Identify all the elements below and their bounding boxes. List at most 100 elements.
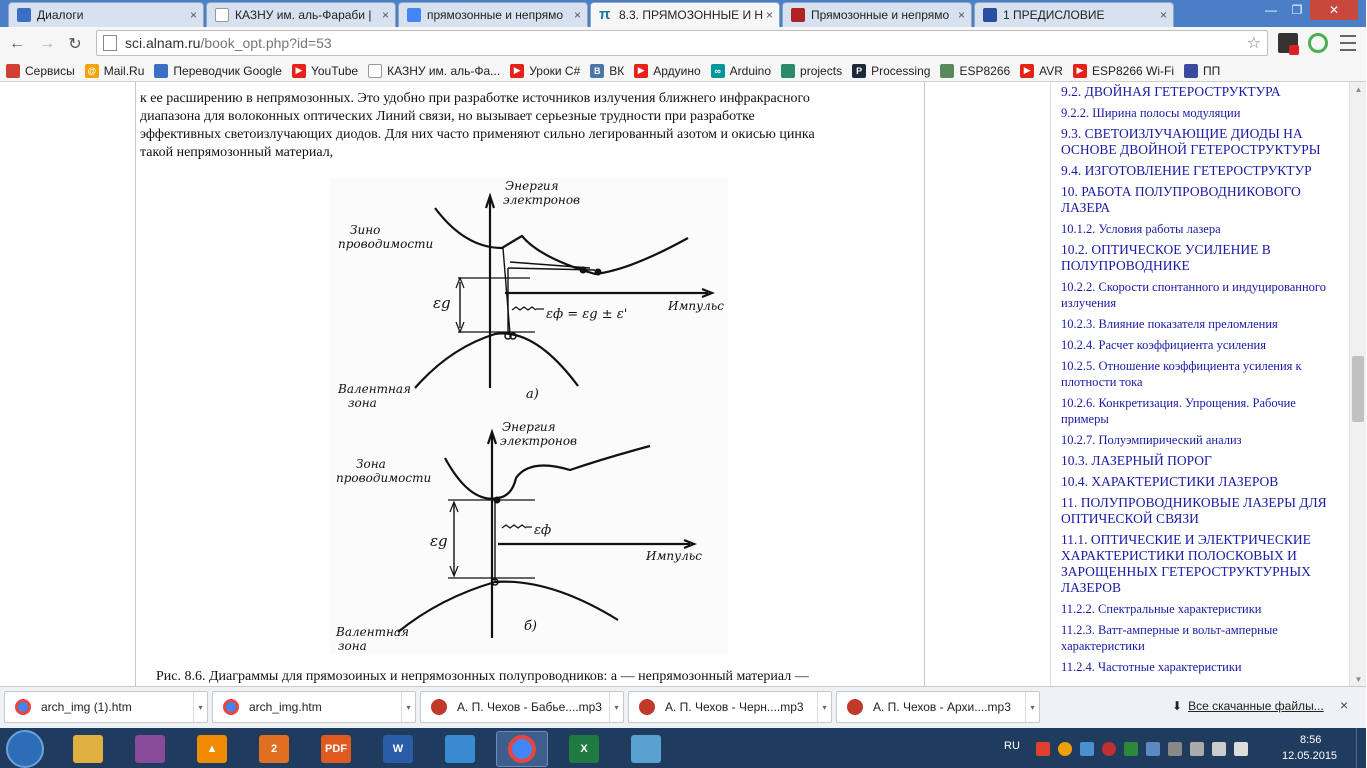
valence-label: Валентная [337, 382, 411, 396]
bookmark-item[interactable]: ▶Ардуино [634, 63, 701, 78]
toc-link[interactable]: 11. ПОЛУПРОВОДНИКОВЫЕ ЛАЗЕРЫ ДЛЯ ОПТИЧЕС… [1061, 495, 1327, 526]
scroll-down-icon[interactable]: ▼ [1354, 674, 1363, 684]
download-item[interactable]: А. П. Чехов - Черн....mp3 ▾ [628, 691, 832, 723]
toc-link[interactable]: 11.2.3. Ватт-амперные и вольт-амперные х… [1061, 623, 1278, 653]
bookmark-star-icon[interactable]: ☆ [1246, 35, 1261, 52]
tab-dialogi[interactable]: Диалоги × [8, 2, 204, 27]
language-indicator[interactable]: RU [1004, 740, 1020, 752]
toc-link[interactable]: 10.2.4. Расчет коэффициента усиления [1061, 338, 1266, 352]
bookmark-item[interactable]: ▶AVR [1020, 63, 1063, 78]
bookmark-item[interactable]: ESP8266 [940, 63, 1010, 78]
toc-link[interactable]: 10.1.2. Условия работы лазера [1061, 222, 1221, 236]
download-menu-icon[interactable]: ▾ [1025, 692, 1039, 722]
forward-button[interactable]: → [39, 35, 55, 52]
taskbar-paint-net-button[interactable]: 2 [248, 731, 300, 767]
download-menu-icon[interactable]: ▾ [609, 692, 623, 722]
toc-link[interactable]: 9.2.2. Ширина полосы модуляции [1061, 106, 1241, 120]
download-item[interactable]: А. П. Чехов - Архи....mp3 ▾ [836, 691, 1040, 723]
bookmark-item[interactable]: КАЗНУ им. аль-Фа... [368, 63, 500, 78]
taskbar-explorer-button[interactable] [62, 731, 114, 767]
toc-link[interactable]: 10.2.7. Полуэмпирический анализ [1061, 433, 1242, 447]
toc-link[interactable]: 10.2.6. Конкретизация. Упрощения. Рабочи… [1061, 396, 1296, 426]
download-item[interactable]: arch_img.htm ▾ [212, 691, 416, 723]
tray-app-icon[interactable] [1058, 742, 1072, 756]
download-item[interactable]: А. П. Чехов - Бабье....mp3 ▾ [420, 691, 624, 723]
close-icon[interactable]: × [957, 8, 965, 22]
tray-app-icon[interactable] [1168, 742, 1182, 756]
tray-app-icon[interactable] [1036, 742, 1050, 756]
page-scrollbar[interactable]: ▲ ▼ [1349, 82, 1366, 686]
download-menu-icon[interactable]: ▾ [193, 692, 207, 722]
taskbar-excel-button[interactable]: X [558, 731, 610, 767]
taskbar-notepad-button[interactable] [620, 731, 672, 767]
close-window-button[interactable]: ✕ [1310, 0, 1358, 20]
taskbar-pdf-button[interactable]: PDF [310, 731, 362, 767]
bookmark-item[interactable]: ПП [1184, 63, 1220, 78]
address-bar[interactable]: sci.alnam.ru/book_opt.php?id=53 ☆ [96, 30, 1268, 56]
back-button[interactable]: ← [9, 35, 25, 52]
taskbar-word-button[interactable]: W [372, 731, 424, 767]
start-button-icon[interactable] [6, 730, 44, 768]
tray-app-icon[interactable] [1124, 742, 1138, 756]
bookmark-item[interactable]: projects [781, 63, 842, 78]
bookmark-item[interactable]: Переводчик Google [154, 63, 282, 78]
extension-green-icon[interactable] [1308, 33, 1328, 53]
close-download-shelf-icon[interactable]: × [1340, 697, 1349, 713]
toc-link[interactable]: 9.3. СВЕТОИЗЛУЧАЮЩИЕ ДИОДЫ НА ОСНОВЕ ДВО… [1061, 126, 1321, 157]
toc-link[interactable]: 10. РАБОТА ПОЛУПРОВОДНИКОВОГО ЛАЗЕРА [1061, 184, 1301, 215]
clock-time[interactable]: 8:56 [1300, 734, 1322, 746]
show-all-downloads-link[interactable]: ⬇ Все скачанные файлы... [1172, 699, 1324, 713]
toc-link[interactable]: 11.2.4. Частотные характеристики [1061, 660, 1242, 674]
toc-link[interactable]: 10.2.5. Отношение коэффициента усиления … [1061, 359, 1302, 389]
close-icon[interactable]: × [381, 8, 389, 22]
menu-icon[interactable] [1340, 35, 1356, 51]
taskbar-paint-button[interactable] [434, 731, 486, 767]
close-icon[interactable]: × [1159, 8, 1167, 22]
close-icon[interactable]: × [573, 8, 581, 22]
scrollbar-thumb[interactable] [1352, 356, 1364, 422]
download-menu-icon[interactable]: ▾ [817, 692, 831, 722]
toc-link[interactable]: 9.2. ДВОЙНАЯ ГЕТЕРОСТРУКТУРА [1061, 84, 1281, 99]
download-item[interactable]: arch_img (1).htm ▾ [4, 691, 208, 723]
taskbar-chrome-button[interactable] [496, 731, 548, 767]
tray-app-icon[interactable] [1080, 742, 1094, 756]
toc-link[interactable]: 10.2.2. Скорости спонтанного и индуциров… [1061, 280, 1326, 310]
tray-app-icon[interactable] [1102, 742, 1116, 756]
close-icon[interactable]: × [189, 8, 197, 22]
bookmark-item[interactable]: @Mail.Ru [84, 63, 144, 78]
bookmark-item[interactable]: Сервисы [6, 63, 75, 78]
toc-link[interactable]: 10.2. ОПТИЧЕСКОЕ УСИЛЕНИЕ В ПОЛУПРОВОДНИ… [1061, 242, 1271, 273]
toc-link[interactable]: 11.1. ОПТИЧЕСКИЕ И ЭЛЕКТРИЧЕСКИЕ ХАРАКТЕ… [1061, 532, 1311, 595]
tab-google-search[interactable]: прямозонные и непрямо × [398, 2, 588, 27]
download-menu-icon[interactable]: ▾ [401, 692, 415, 722]
taskbar-avast-button[interactable]: ▲ [186, 731, 238, 767]
toc-link[interactable]: 10.2.3. Влияние показателя преломления [1061, 317, 1278, 331]
toc-link[interactable]: 9.4. ИЗГОТОВЛЕНИЕ ГЕТЕРОСТРУКТУР [1061, 163, 1312, 178]
tray-app-icon[interactable] [1146, 742, 1160, 756]
tray-app-icon[interactable] [1190, 742, 1204, 756]
toc-link[interactable]: 10.4. ХАРАКТЕРИСТИКИ ЛАЗЕРОВ [1061, 474, 1279, 489]
maximize-button[interactable]: ❐ [1291, 3, 1303, 17]
clock-date[interactable]: 12.05.2015 [1282, 750, 1338, 762]
tab-active-8-3[interactable]: π 8.3. ПРЯМОЗОННЫЕ И Н × [590, 2, 780, 27]
bookmark-item[interactable]: ▶Уроки C# [510, 63, 580, 78]
tab-kaznu[interactable]: КАЗНУ им. аль-Фараби | × [206, 2, 396, 27]
minimize-button[interactable]: — [1265, 3, 1277, 17]
toc-link[interactable]: 11.2.2. Спектральные характеристики [1061, 602, 1262, 616]
reload-button[interactable]: ↻ [68, 36, 82, 53]
close-icon[interactable]: × [765, 8, 773, 22]
tab-predislovie[interactable]: 1 ПРЕДИСЛОВИЕ × [974, 2, 1174, 27]
scroll-up-icon[interactable]: ▲ [1354, 84, 1363, 94]
bookmark-item[interactable]: ∞Arduino [710, 63, 771, 78]
word-icon: W [383, 735, 413, 763]
tab-pryamozonnye[interactable]: Прямозонные и непрямо × [782, 2, 972, 27]
bookmark-item[interactable]: ▶YouTube [291, 63, 358, 78]
show-desktop-button[interactable] [1356, 728, 1366, 768]
volume-icon[interactable] [1234, 742, 1248, 756]
network-icon[interactable] [1212, 742, 1226, 756]
bookmark-item[interactable]: ▶ESP8266 Wi-Fi [1072, 63, 1174, 78]
toc-link[interactable]: 10.3. ЛАЗЕРНЫЙ ПОРОГ [1061, 453, 1212, 468]
taskbar-winrar-button[interactable] [124, 731, 176, 767]
